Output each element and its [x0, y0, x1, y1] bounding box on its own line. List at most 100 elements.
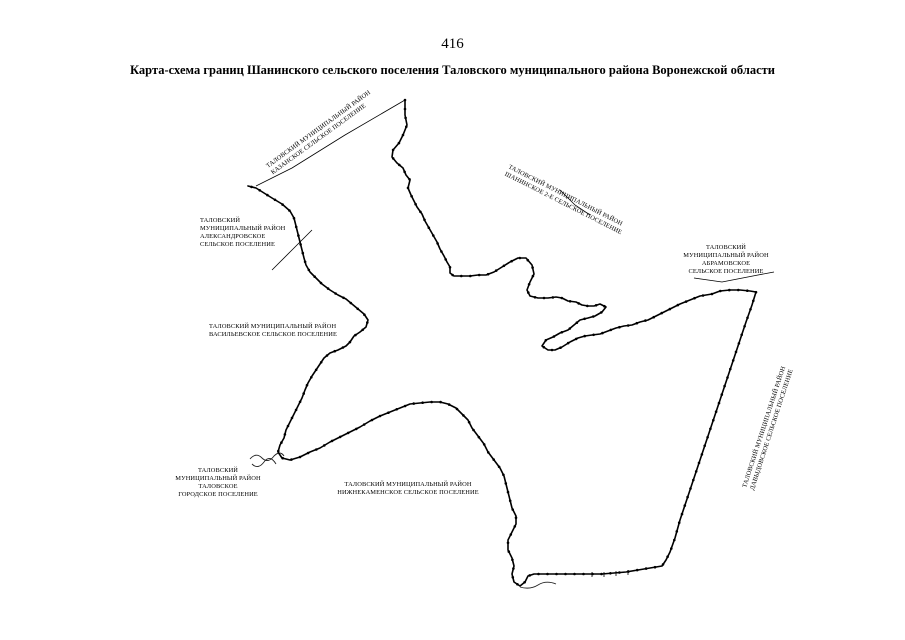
boundary-vertex	[568, 300, 572, 303]
boundary-vertex	[391, 148, 395, 152]
boundary-vertex	[537, 572, 540, 576]
boundary-vertex	[342, 296, 345, 300]
boundary-vertex	[508, 499, 512, 503]
label-talovskoe-line-4: ГОРОДСКОЕ ПОСЕЛЕНИЕ	[178, 491, 258, 498]
boundary-vertex	[447, 403, 451, 406]
boundary-vertex	[482, 443, 486, 446]
boundary-vertex	[542, 296, 546, 300]
boundary-vertex	[591, 572, 594, 576]
boundary-vertex	[603, 304, 606, 308]
label-abramovskoe-line-1: ТАЛОВСКИЙ	[706, 243, 746, 251]
boundary-vertex	[703, 444, 706, 448]
boundary-vertex	[310, 376, 313, 379]
boundary-vertex	[273, 198, 277, 202]
boundary-vertex	[574, 337, 578, 341]
boundary-vertex	[502, 264, 506, 268]
boundary-vertex	[618, 325, 621, 329]
boundary-vertex	[583, 317, 586, 321]
boundary-vertex	[720, 393, 724, 396]
boundary-vertices	[250, 98, 758, 586]
river-west-2	[251, 458, 277, 467]
label-shaninskoe-2-line-1: ТАЛОВСКИЙ МУНИЦИПАЛЬНЫЙ РАЙОН	[507, 163, 624, 228]
boundary-vertex	[439, 400, 442, 404]
boundary-vertex	[644, 567, 648, 570]
boundary-vertex	[706, 436, 709, 439]
boundary-vertex	[546, 572, 549, 576]
boundary-vertex	[502, 473, 505, 477]
boundary-vertex	[319, 281, 323, 285]
boundary-vertex	[487, 451, 490, 454]
label-aleksandrovskoe-line-4: СЕЛЬСКОЕ ПОСЕЛЕНИЕ	[200, 241, 275, 248]
boundary-vertex	[528, 574, 531, 577]
boundary-vertex	[294, 225, 298, 229]
boundary-vertex	[652, 315, 655, 319]
boundary-vertex	[683, 504, 687, 507]
boundary-vertex	[754, 290, 758, 294]
boundary-vertex	[514, 516, 518, 519]
boundary-vertex	[511, 576, 515, 579]
boundary-vertex	[626, 324, 630, 327]
boundary-vertex	[697, 461, 701, 465]
boundary-vertex	[737, 288, 740, 292]
boundary-vertex	[740, 333, 743, 337]
boundary-vertex	[609, 572, 612, 575]
boundary-vertex	[423, 218, 426, 222]
boundary-vertex	[294, 408, 298, 412]
boundary-vertex	[427, 226, 431, 229]
boundary-vertex	[280, 441, 283, 444]
boundary-vertex	[700, 453, 704, 456]
label-nizhnekamenskoe-line-2: НИЖНЕКАМЕНСКОЕ СЕЛЬСКОЕ ПОСЕЛЕНИЕ	[337, 489, 479, 496]
boundary-vertex	[326, 287, 330, 290]
boundary-vertex	[729, 367, 732, 371]
boundary-vertex	[397, 141, 401, 145]
boundary-vertex	[693, 296, 696, 300]
boundary-vertex	[299, 243, 302, 246]
boundary-vertex	[749, 308, 752, 311]
boundary-vertex	[723, 384, 726, 388]
boundary-vertex	[398, 163, 401, 167]
boundary-vertex	[266, 193, 269, 197]
label-davydovskoe-line-2: ДАВЫДОВСКОЕ СЕЛЬСКОЕ ПОСЕЛЕНИЕ	[749, 368, 795, 491]
label-vasilevskoe-line-2: ВАСИЛЬЕВСКОЕ СЕЛЬСКОЕ ПОСЕЛЕНИЕ	[209, 331, 337, 338]
label-abramovskoe-line-2: МУНИЦИПАЛЬНЫЙ РАЙОН	[683, 251, 769, 259]
boundary-vertex	[492, 458, 496, 461]
boundary-vertex	[709, 427, 712, 431]
boundary-vertex	[412, 402, 416, 405]
boundary-vertex	[472, 428, 475, 432]
boundary-vertex	[710, 292, 714, 296]
label-abramovskoe-line-4: СЕЛЬСКОЕ ПОСЕЛЕНИЕ	[689, 268, 764, 275]
boundary-vertex	[378, 414, 382, 418]
boundary-vertex	[746, 289, 749, 293]
boundary-vertex	[510, 259, 513, 263]
boundary-vertex	[586, 304, 589, 308]
boundary-vertex	[726, 376, 729, 379]
boundary-vertex	[518, 256, 522, 260]
boundary-vertex	[455, 407, 459, 411]
boundary-vertex	[511, 558, 514, 562]
boundary-vertex	[303, 260, 307, 264]
boundary-vertex	[542, 345, 546, 349]
boundary-vertex	[346, 431, 350, 435]
boundary-vertex	[288, 209, 291, 212]
boundary-vertex	[333, 349, 337, 353]
boundary-vertex	[592, 333, 595, 337]
boundary-vertex	[592, 315, 595, 318]
label-talovskoe-line-2: МУНИЦИПАЛЬНЫЙ РАЙОН	[175, 474, 261, 482]
boundary-vertex	[689, 487, 692, 490]
boundary-vertex	[405, 125, 408, 128]
boundary-vertex	[440, 250, 443, 253]
boundary-vertex	[258, 189, 262, 192]
label-aleksandrovskoe: ТАЛОВСКИЙ МУНИЦИПАЛЬНЫЙ РАЙОН АЛЕКСАНДРО…	[200, 216, 286, 248]
boundary-vertex	[334, 292, 337, 295]
abramovskoe-boundary-line	[693, 271, 775, 283]
boundary-vertex	[594, 304, 598, 307]
boundary-vertex	[566, 341, 570, 345]
boundary-vertex	[391, 157, 395, 160]
boundary-vertex	[281, 203, 284, 206]
boundary-vertex	[307, 268, 311, 272]
boundary-vertex	[512, 567, 515, 570]
boundary-vertex	[403, 98, 407, 102]
page-number: 416	[441, 36, 464, 52]
boundary-vertex	[421, 401, 424, 405]
boundary-vertex	[568, 327, 572, 330]
